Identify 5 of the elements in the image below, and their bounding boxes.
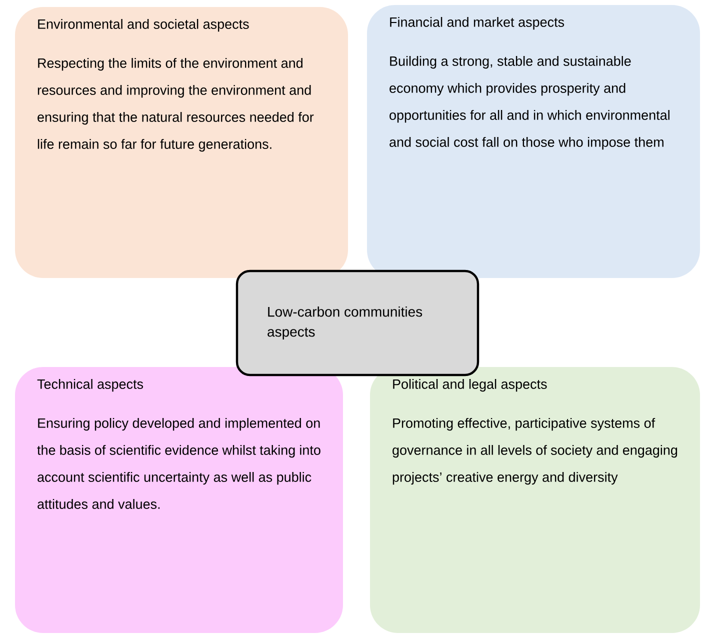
aspect-box: Technical aspects Ensuring policy developed and implemented on the basis of scientific evidence whilst taking into account scientific uncertainty as well as public attitudes and values. [15,367,343,633]
aspect-box: Environmental and societal aspects Respecting the limits of the environment and resources and improving the environment and ensuring that the natural resources needed for life remain so far for future generations. [15,7,348,278]
aspect-box: Political and legal aspects Promoting effective, participative systems of governance in all levels of society and engaging projects’ creative energy and diversity [370,367,700,633]
center-box: Low-carbon communities aspects [236,270,480,376]
aspect-box: Financial and market aspects Building a strong, stable and sustainable economy which provides prosperity and opportunities for all and in which environmental and social cost fall on those who impose them [367,5,700,278]
